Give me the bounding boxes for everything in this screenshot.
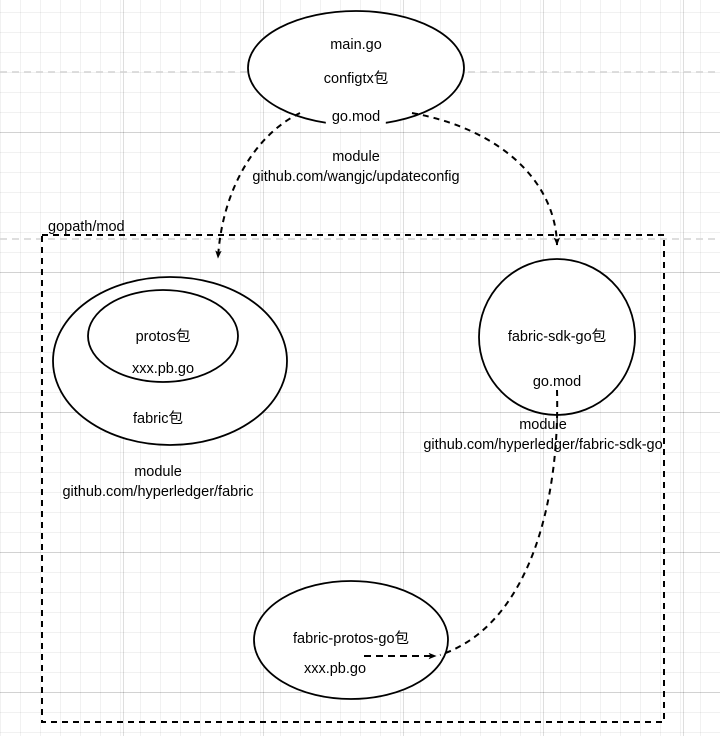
- fabric-outer-line-1: fabric包: [133, 411, 183, 427]
- protos-inner-line-1: protos包: [135, 329, 191, 345]
- main-app-line-2: configtx包: [323, 71, 389, 87]
- fabric-module-path: github.com/hyperledger/fabric: [62, 483, 254, 500]
- main-app-line-1: main.go: [330, 37, 382, 53]
- edge-sdk-to-fabric-protos-go: [439, 389, 559, 656]
- node-protos-inner: [87, 289, 239, 383]
- main-app-module-word: module: [332, 149, 380, 165]
- main-app-module-caption: module github.com/wangjc/updateconfig: [252, 148, 459, 187]
- fabric-sdk-go-line-2: go.mod: [532, 374, 582, 390]
- main-app-module-path: github.com/wangjc/updateconfig: [252, 168, 460, 185]
- fabric-module-word: module: [134, 464, 182, 480]
- fabric-sdk-go-line-1: fabric-sdk-go包: [507, 329, 607, 345]
- node-fabric-protos-go: [253, 580, 449, 700]
- fabric-module-caption: module github.com/hyperledger/fabric: [62, 463, 253, 502]
- fabric-sdk-go-module-path: github.com/hyperledger/fabric-sdk-go: [423, 436, 663, 453]
- edge-main-to-fabric: [215, 112, 301, 259]
- protos-inner-line-2: xxx.pb.go: [131, 361, 195, 377]
- main-app-line-3: go.mod: [325, 108, 387, 128]
- fabric-protos-go-line-1: fabric-protos-go包: [292, 631, 410, 647]
- gopath-mod-label: gopath/mod: [48, 219, 125, 235]
- fabric-protos-go-line-2: xxx.pb.go: [303, 661, 367, 677]
- gopath-mod-container: [41, 234, 665, 723]
- edge-main-to-fabric-sdk-go: [411, 112, 561, 246]
- fabric-sdk-go-module-caption: module github.com/hyperledger/fabric-sdk…: [423, 416, 662, 455]
- fabric-sdk-go-module-word: module: [519, 417, 567, 433]
